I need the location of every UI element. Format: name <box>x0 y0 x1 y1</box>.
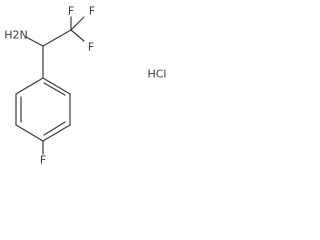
ring-bond-1 <box>42 77 71 95</box>
ring-bond-3 <box>42 124 71 142</box>
fluorine-top-right-label: F <box>89 5 95 18</box>
hydrochloride-label: HCl <box>147 68 166 81</box>
bond-cf3-f-right <box>70 29 85 42</box>
chemical-structure: H2N F F F F HCl <box>4 5 166 167</box>
bond-cf3-f-top-right <box>70 16 85 31</box>
fluorine-top-left-label: F <box>68 5 74 18</box>
bond-alpha-amine <box>25 36 44 47</box>
ring-double-bond-1 <box>43 82 66 96</box>
ring-double-bond-2 <box>43 121 66 136</box>
bond-cf3-alpha <box>42 29 72 47</box>
ring-bond-4 <box>15 124 44 142</box>
amine-label: H2N <box>4 29 28 42</box>
ring-bond-6 <box>15 77 44 95</box>
fluorine-right-label: F <box>88 41 94 54</box>
fluorine-para-label: F <box>40 154 46 167</box>
